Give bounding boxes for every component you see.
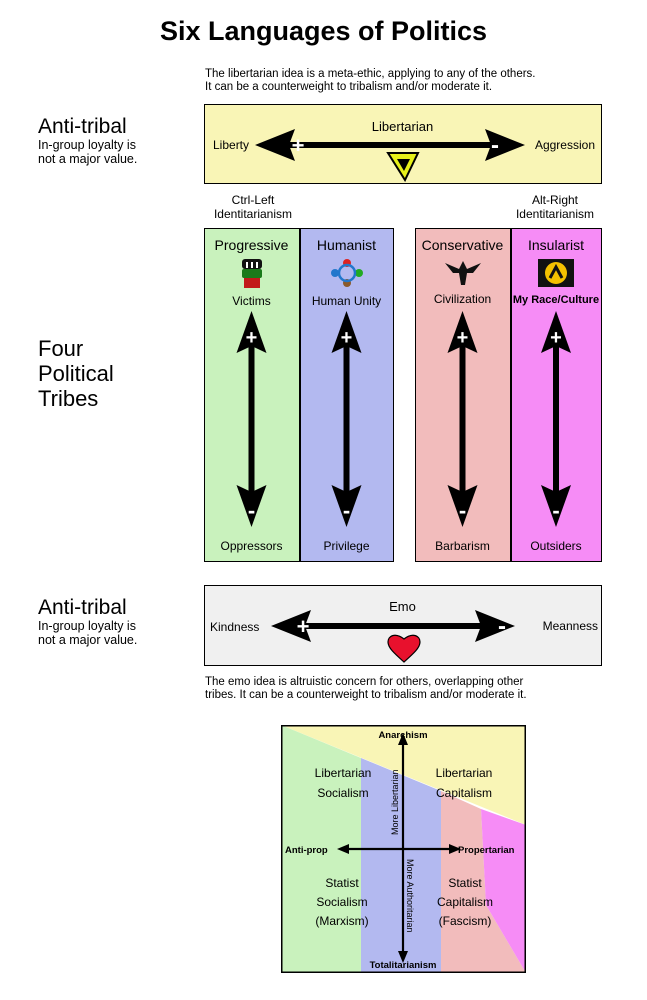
libertarian-note-line2: It can be a counterweight to tribalism a… [205,81,493,93]
compass-pink-region [481,809,526,973]
emo-left-label: Kindness [210,620,260,634]
emo-note: The emo idea is altruistic concern for o… [205,676,527,702]
libertarian-plus: + [292,133,305,158]
libertarian-right-label: Aggression [534,138,595,152]
compass-bl-line1: Statist [325,876,359,890]
compass-tl-line1: Libertarian [315,766,372,780]
tribe-name: Conservative [421,237,504,253]
anti-tribal-sub-line2: not a major value. [38,152,138,166]
raised-fist-icon-wrap [232,257,272,294]
emo-name: Emo [389,599,416,614]
emo-plus: + [297,614,310,639]
svg-text:+: + [341,327,353,349]
agorist-v-icon [386,152,420,182]
libertarian-name: Libertarian [371,119,434,134]
compass-right-label: Propertarian [458,845,515,856]
libertarian-left-label: Liberty [213,138,250,152]
eagle-icon [444,261,481,285]
emo-note-line1: The emo idea is altruistic concern for o… [205,676,524,688]
human-unity-icon-wrap [327,257,367,294]
tribe-bottom-value: Barbarism [435,539,490,553]
compass-red-region [441,791,526,973]
anti-tribal-top-label: Anti-tribal In-group loyalty is not a ma… [38,115,138,167]
human-unity-icon [330,259,363,287]
compass-br-line2: Capitalism [437,895,493,909]
tribe-top-value: Human Unity [311,294,382,308]
anti-tribal-sub-line1: In-group loyalty is [38,138,136,152]
tribe-top-value: Civilization [433,292,492,306]
tribe-top-value: My Race/Culture [512,294,600,306]
tribe-name: Progressive [214,237,289,253]
ctrl-left-label: Ctrl-Left Identitarianism [198,193,308,221]
ctrl-left-line2: Identitarianism [213,207,293,221]
tribe-name: Humanist [316,237,377,253]
lambda-shield-icon [538,259,574,287]
tribes-heading: Four Political Tribes [38,336,114,411]
tribe-top-value: Victims [232,294,271,308]
compass-tr-line1: Libertarian [436,766,493,780]
compass-br-line3: (Fascism) [439,914,492,928]
emo-arrow: + - [271,610,515,663]
compass-blue-region [361,758,441,973]
emo-note-line2: tribes. It can be a counterweight to tri… [205,689,527,701]
page-title: Six Languages of Politics [159,16,488,46]
tribes-heading-line3: Tribes [38,386,99,411]
compass-down-label: More Authoritarian [405,859,415,933]
svg-text:+: + [246,327,258,349]
emo-right-label: Meanness [542,619,598,633]
eagle-icon-wrap [443,257,483,294]
lambda-shield-icon-wrap [536,257,576,294]
svg-text:+: + [550,327,562,349]
alt-right-line2: Identitarianism [515,207,595,221]
compass-bl-line2: Socialism [316,895,367,909]
tribe-bottom-value: Oppressors [220,539,283,553]
libertarian-arrow: + - [255,129,525,182]
anti-tribal-heading-2: Anti-tribal [38,596,127,619]
political-compass: Anarchism Totalitarianism Anti-prop Prop… [281,725,526,973]
emo-box: + - Emo Kindness Meanness [204,585,602,666]
tribe-bottom-value: Outsiders [530,539,582,553]
compass-top-label: Anarchism [378,730,427,741]
tribe-bottom-value: Privilege [323,539,370,553]
tribe-arrow: +- [447,311,478,527]
tribes-heading-line2: Political [38,361,114,386]
libertarian-minus: - [491,132,499,159]
svg-text:-: - [343,498,350,523]
tribe-arrow: +- [236,311,267,527]
svg-text:-: - [459,498,466,523]
raised-fist-icon [241,259,262,288]
compass-tr-line2: Capitalism [436,786,492,800]
tribes-heading-line1: Four [38,336,84,361]
emo-minus: - [498,613,506,640]
anti-tribal-sub-line1-2: In-group loyalty is [38,619,136,633]
alt-right-line1: Alt-Right [531,193,578,207]
svg-text:-: - [552,498,559,523]
anti-tribal-sub-line2-2: not a major value. [38,633,138,647]
anti-tribal-heading: Anti-tribal [38,115,127,138]
heart-icon [387,634,421,663]
libertarian-box: + - Libertarian Liberty Aggression [204,104,602,184]
compass-bottom-label: Totalitarianism [370,960,437,971]
compass-br-line1: Statist [448,876,482,890]
compass-tl-line2: Socialism [317,786,368,800]
compass-up-label: More Libertarian [390,769,400,835]
svg-text:-: - [248,498,255,523]
ctrl-left-line1: Ctrl-Left [231,193,275,207]
anti-tribal-bottom-label: Anti-tribal In-group loyalty is not a ma… [38,596,138,648]
tribe-name: Insularist [527,237,585,253]
compass-left-label: Anti-prop [285,845,328,856]
libertarian-note-line1: The libertarian idea is a meta-ethic, ap… [205,68,536,80]
tribe-arrow: +- [331,311,362,527]
alt-right-label: Alt-Right Identitarianism [500,193,610,221]
compass-bl-line3: (Marxism) [315,914,368,928]
libertarian-note: The libertarian idea is a meta-ethic, ap… [205,68,536,94]
tribe-arrow: +- [541,311,571,527]
compass-green-region [281,725,361,973]
svg-text:+: + [457,327,469,349]
